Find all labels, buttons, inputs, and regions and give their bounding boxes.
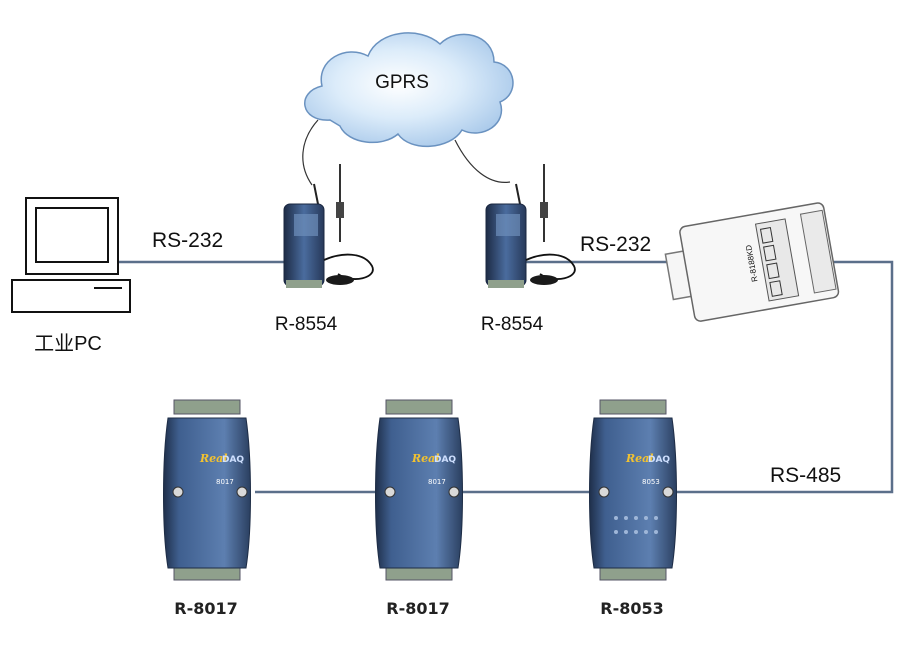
io-module-icon: Real DAQ 8017 xyxy=(375,399,463,581)
modem-device-icon xyxy=(485,164,576,288)
gprs-modem-2: R-8554 xyxy=(481,164,576,335)
rs232-label-right: RS-232 xyxy=(580,233,651,256)
io-module-2-label: R-8017 xyxy=(386,599,450,618)
modem-2-label: R-8554 xyxy=(481,314,544,335)
converter-device-icon: R-8188KD xyxy=(664,202,840,322)
svg-text:DAQ: DAQ xyxy=(648,455,670,465)
gprs-cloud: GPRS xyxy=(304,32,514,147)
io-module-3: Real DAQ 8053 R-8053 xyxy=(589,399,677,618)
gprs-modem-1: R-8554 xyxy=(275,164,374,335)
io-module-3-model: 8053 xyxy=(642,478,660,486)
io-module-1: Real DAQ 8017 R-8017 xyxy=(163,399,251,618)
modem-device-icon xyxy=(283,164,374,288)
io-module-3-label: R-8053 xyxy=(600,599,664,618)
io-module-icon: Real DAQ 8053 xyxy=(589,399,677,581)
rs485-bus-line xyxy=(255,260,894,494)
rs232-label-left: RS-232 xyxy=(152,229,223,252)
rs485-label: RS-485 xyxy=(770,464,841,487)
cloud-label: GPRS xyxy=(375,72,429,93)
rs232-rs485-converter: R-8188KD xyxy=(664,202,840,322)
io-module-1-model: 8017 xyxy=(216,478,234,486)
pc-icon xyxy=(11,197,131,313)
svg-text:DAQ: DAQ xyxy=(222,455,244,465)
io-module-2: Real DAQ 8017 R-8017 xyxy=(375,399,463,618)
gprs-link-right xyxy=(454,139,511,183)
io-module-2-model: 8017 xyxy=(428,478,446,486)
io-module-1-label: R-8017 xyxy=(174,599,238,618)
svg-text:Real: Real xyxy=(625,452,653,465)
pc-label: 工业PC xyxy=(34,332,102,355)
connections xyxy=(118,119,894,494)
gprs-link-left xyxy=(302,119,319,186)
svg-text:DAQ: DAQ xyxy=(434,455,456,465)
modem-1-label: R-8554 xyxy=(275,314,338,335)
svg-text:Real: Real xyxy=(411,452,439,465)
industrial-pc: 工业PC xyxy=(11,197,131,355)
io-module-icon: Real DAQ 8017 xyxy=(163,399,251,581)
svg-text:Real: Real xyxy=(199,452,227,465)
